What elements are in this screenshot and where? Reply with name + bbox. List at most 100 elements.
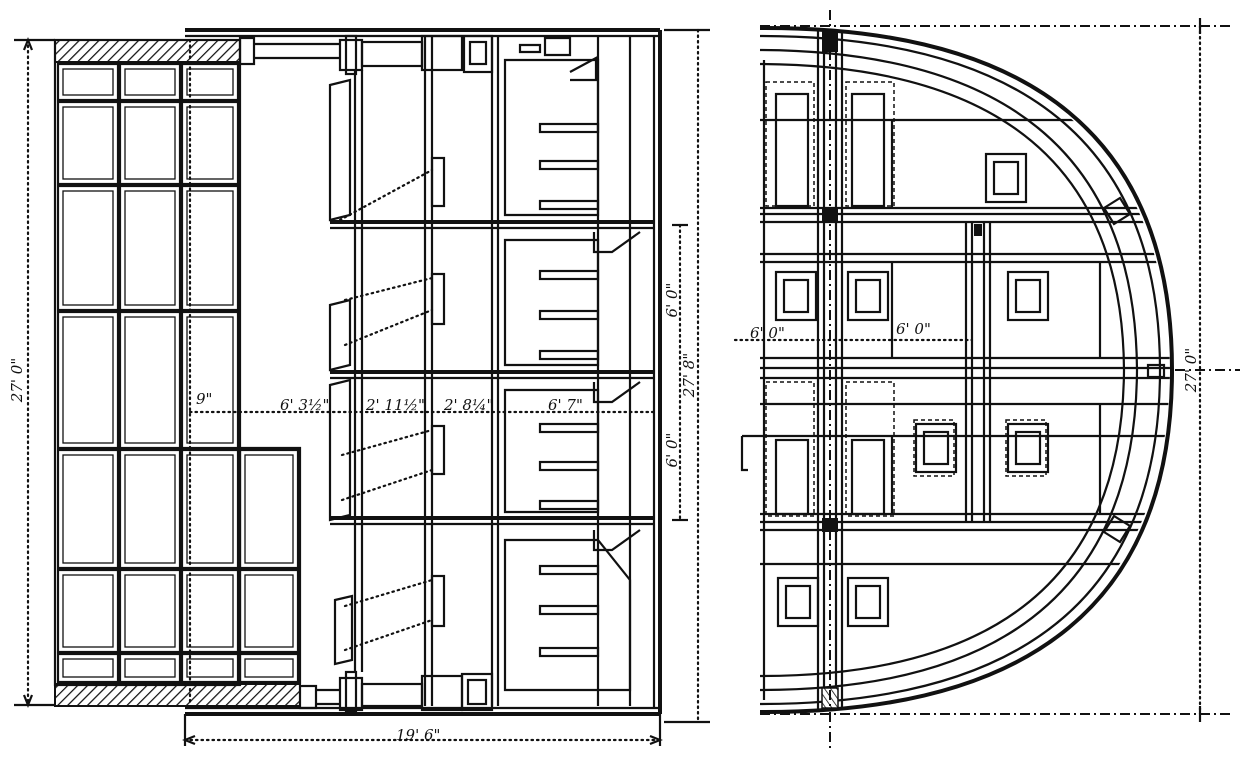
window-box bbox=[1006, 422, 1050, 474]
bottom-shaft bbox=[298, 670, 494, 714]
left-height-label: 27' 0" bbox=[8, 358, 26, 403]
grid-panel bbox=[180, 652, 240, 684]
inner-ring-arc bbox=[759, 48, 1139, 692]
fitting-slat bbox=[538, 604, 600, 616]
grid-panel-inset bbox=[124, 658, 176, 678]
top-shaft bbox=[238, 34, 494, 76]
grid-panel bbox=[118, 100, 182, 186]
fitting-slat bbox=[538, 499, 600, 511]
grid-panel-inset bbox=[186, 190, 234, 306]
grid-panel bbox=[238, 448, 300, 570]
grid-panel-inset bbox=[62, 574, 114, 648]
plan-right-span-label: 6' 0" bbox=[896, 320, 931, 338]
dotted-cords bbox=[338, 168, 434, 652]
grid-panel bbox=[118, 310, 182, 450]
window-box-inner bbox=[992, 160, 1020, 196]
grid-panel bbox=[56, 184, 120, 312]
right-tier-dimensions bbox=[664, 28, 710, 724]
plan-left-span-label: 6' 0" bbox=[750, 324, 785, 342]
window-box bbox=[914, 422, 958, 474]
grid-panel-inset bbox=[186, 316, 234, 444]
top-hatched-band bbox=[54, 39, 241, 63]
grid-panel-inset bbox=[62, 454, 114, 564]
plan-height-label: 27' 0" bbox=[1182, 348, 1200, 393]
brackets bbox=[518, 36, 641, 552]
grid-panel-inset bbox=[62, 68, 114, 96]
window-box-inner bbox=[784, 584, 812, 620]
span-2-label: 2' 11½" bbox=[365, 396, 425, 414]
offset-9-label: 9" bbox=[196, 390, 212, 408]
fitting-slats bbox=[538, 122, 600, 658]
grid-panel bbox=[180, 310, 240, 450]
window-box-inner bbox=[1014, 278, 1042, 314]
height-27-8-label: 27' 8" bbox=[680, 353, 698, 398]
grid-panel bbox=[180, 448, 240, 570]
tier-lower-label: 6' 0" bbox=[663, 433, 681, 468]
grid-panel-inset bbox=[186, 68, 234, 96]
grid-panel bbox=[180, 184, 240, 312]
span-3-label: 2' 8¼" bbox=[443, 396, 493, 414]
tier-upper-label: 6' 0" bbox=[663, 283, 681, 318]
ring-bracket bbox=[1146, 363, 1166, 379]
fitting-slat bbox=[538, 309, 600, 321]
grid-panel bbox=[118, 568, 182, 654]
grid-panel-inset bbox=[186, 106, 234, 180]
fitting-slat bbox=[538, 122, 600, 134]
window-box-inner bbox=[1014, 430, 1042, 466]
grid-panel bbox=[238, 568, 300, 654]
plan-height-dimension bbox=[760, 18, 1230, 722]
grid-panel-inset bbox=[62, 316, 114, 444]
grid-panel-inset bbox=[124, 106, 176, 180]
fitting-slat bbox=[538, 199, 600, 211]
grid-panel bbox=[56, 62, 120, 102]
fitting-slat bbox=[538, 422, 600, 434]
grid-panel-inset bbox=[124, 574, 176, 648]
window-boxes bbox=[774, 152, 1050, 628]
window-box-inner bbox=[854, 584, 882, 620]
window-box bbox=[984, 152, 1028, 204]
window-box bbox=[846, 270, 890, 322]
fitting-slat bbox=[538, 269, 600, 281]
grid-panel-inset bbox=[124, 68, 176, 96]
edge-stub bbox=[740, 436, 748, 472]
left-height-dimension bbox=[14, 37, 55, 708]
grid-outer bbox=[53, 38, 242, 687]
grid-panel-inset bbox=[62, 658, 114, 678]
outer-shell-arc bbox=[759, 25, 1175, 715]
grid-panel bbox=[118, 652, 182, 684]
grid-panel bbox=[118, 184, 182, 312]
grid-panel-inset bbox=[244, 574, 294, 648]
window-box-inner bbox=[854, 278, 882, 314]
grid-panel bbox=[56, 100, 120, 186]
grid-panel bbox=[238, 652, 300, 684]
window-box-inner bbox=[782, 278, 810, 314]
grid-panel-inset bbox=[124, 316, 176, 444]
bottom-hatched-band bbox=[54, 683, 301, 707]
plan-horizontal-members bbox=[760, 118, 1170, 566]
window-box bbox=[774, 270, 818, 322]
window-box-inner bbox=[922, 430, 950, 466]
wall-fittings bbox=[503, 58, 632, 692]
grid-panel bbox=[118, 62, 182, 102]
grid-panel-inset bbox=[244, 658, 294, 678]
grid-panel bbox=[56, 568, 120, 654]
window-box bbox=[776, 576, 820, 628]
window-box bbox=[846, 576, 890, 628]
deck-lines bbox=[330, 220, 654, 526]
grid-panel-inset bbox=[186, 658, 234, 678]
fitting-slat bbox=[538, 564, 600, 576]
fitting-slat bbox=[538, 349, 600, 361]
fitting-slat bbox=[538, 460, 600, 472]
grid-panel bbox=[118, 448, 182, 570]
grid-panel bbox=[56, 310, 120, 450]
grid-panel-inset bbox=[62, 106, 114, 180]
fitting-slat bbox=[538, 159, 600, 171]
right-plan-view: 6' 0" 6' 0" 27' 0" bbox=[733, 10, 1240, 752]
panel-grid bbox=[53, 38, 302, 687]
grid-panel-inset bbox=[186, 454, 234, 564]
left-section-view: 27' 0" 9" 6' 3½" 2' 11½" 2' 8¼" 6' 7" 6'… bbox=[8, 28, 710, 746]
window-box bbox=[1006, 270, 1050, 322]
overall-width-label: 19' 6" bbox=[396, 726, 440, 744]
grid-panel-inset bbox=[62, 190, 114, 306]
